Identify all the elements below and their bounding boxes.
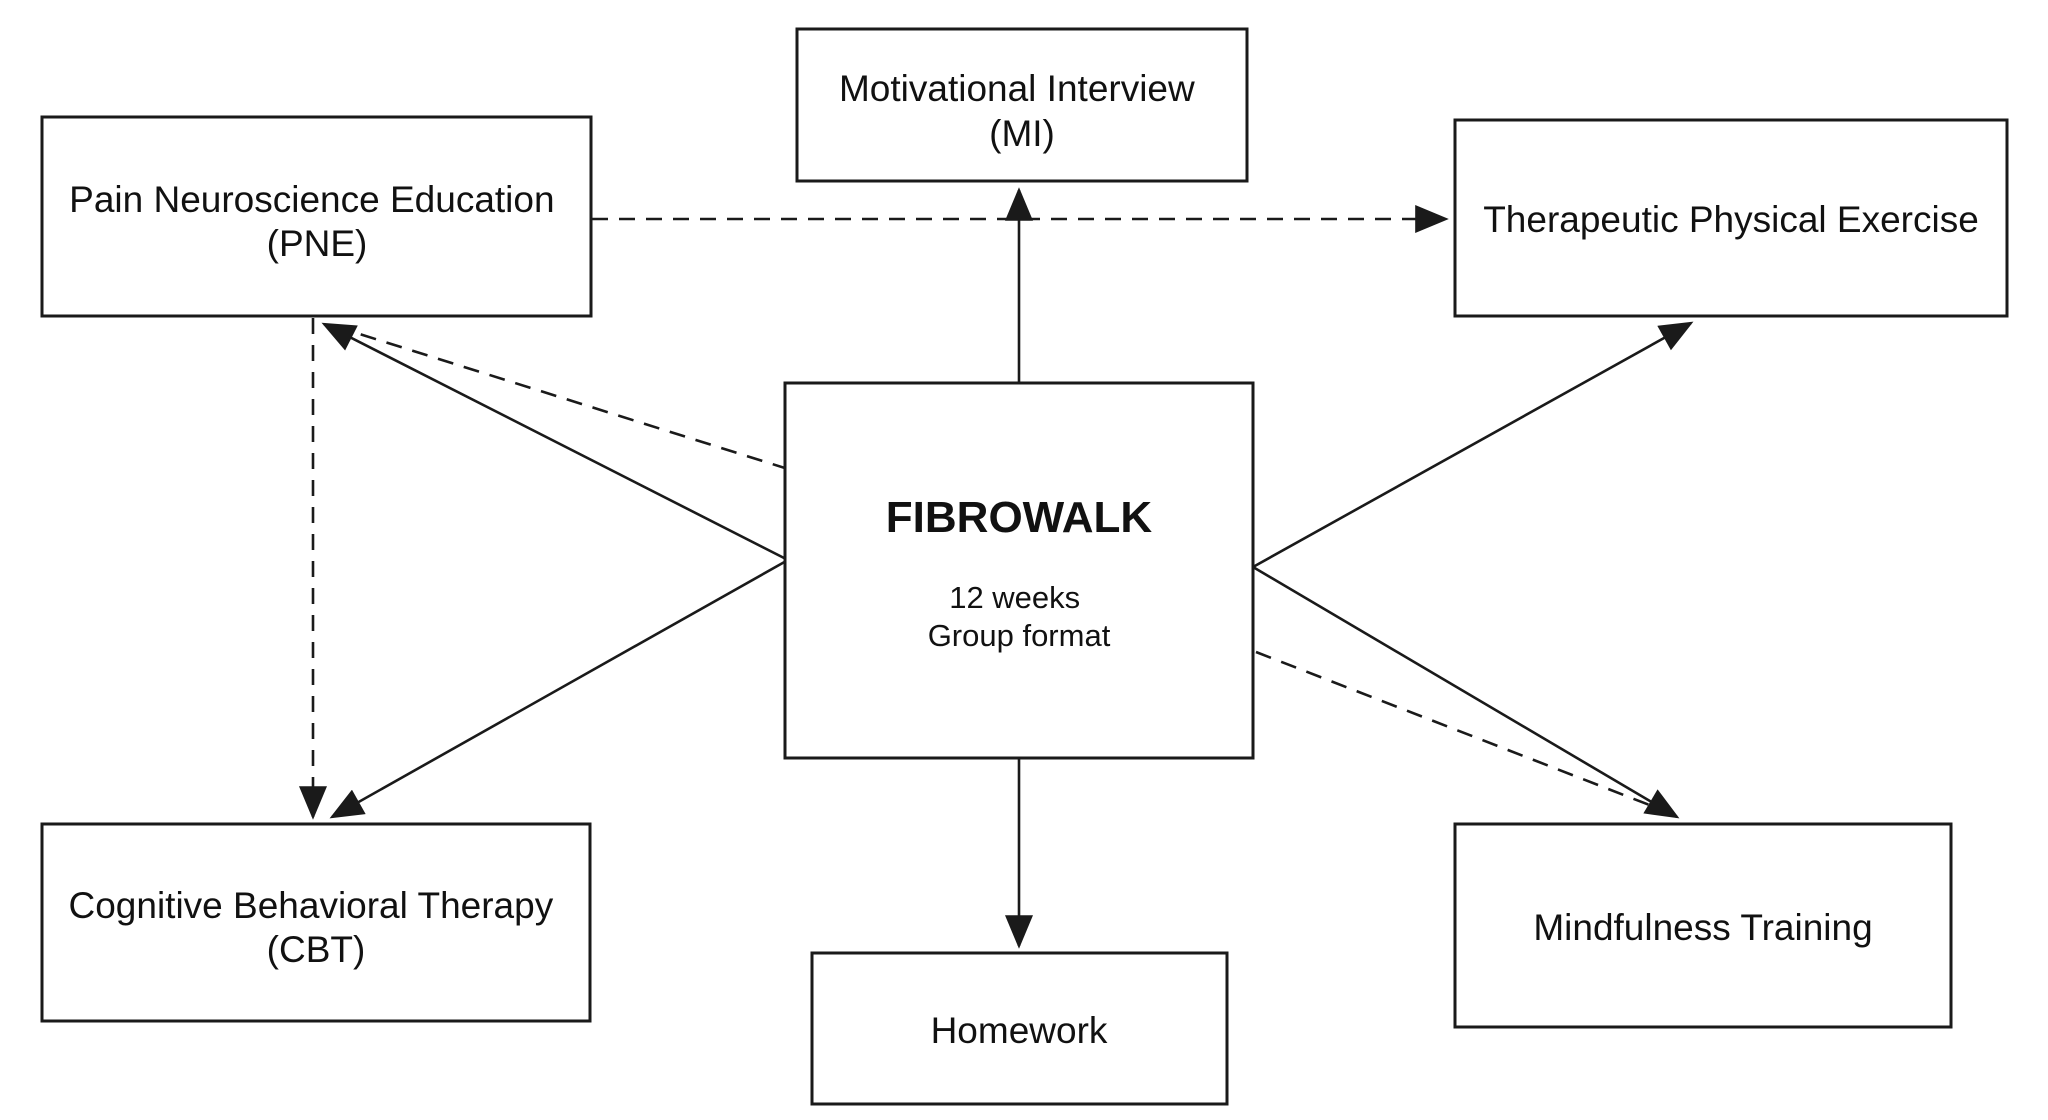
mindfulness-label: Mindfulness Training	[1533, 907, 1872, 948]
edge-fibrowalk-to-tpe-solid	[1252, 321, 1694, 569]
mi-box	[795, 27, 1249, 183]
node-pne: Pain Neuroscience Education (PNE)	[40, 115, 593, 318]
pne-box	[40, 115, 593, 318]
mi-label-line2: (MI)	[989, 113, 1055, 154]
node-homework: Homework	[810, 951, 1229, 1106]
tpe-label: Therapeutic Physical Exercise	[1483, 199, 1979, 240]
fibrowalk-detail-format: Group format	[928, 618, 1111, 653]
tpe-box	[1453, 118, 2009, 318]
homework-label: Homework	[931, 1010, 1108, 1051]
node-tpe: Therapeutic Physical Exercise	[1453, 118, 2009, 318]
fibrowalk-box	[783, 381, 1255, 760]
mi-label-line1: Motivational Interview	[839, 68, 1195, 109]
edge-fibrowalk-to-pne-dashed	[349, 329, 789, 471]
pne-label-line1: Pain Neuroscience Education	[69, 179, 554, 220]
edge-fibrowalk-to-mindfulness-solid	[1252, 565, 1680, 819]
cbt-box	[40, 822, 592, 1023]
fibrowalk-title: FIBROWALK	[886, 493, 1153, 542]
pne-label-line2: (PNE)	[267, 223, 368, 264]
edge-fibrowalk-to-mindfulness-dashed	[1255, 650, 1653, 808]
fibrowalk-detail-duration: 12 weeks	[949, 580, 1080, 615]
node-fibrowalk: FIBROWALK 12 weeks Group format	[783, 381, 1255, 760]
node-mindfulness: Mindfulness Training	[1453, 822, 1953, 1029]
cbt-label-line2: (CBT)	[267, 929, 366, 970]
edge-fibrowalk-to-pne-solid	[321, 322, 789, 562]
pne-label: Pain Neuroscience Education (PNE)	[69, 179, 565, 264]
mindfulness-box	[1453, 822, 1953, 1029]
node-mi: Motivational Interview (MI)	[795, 27, 1249, 183]
fibrowalk-details: 12 weeks Group format	[928, 580, 1111, 653]
cbt-label-line1: Cognitive Behavioral Therapy	[69, 885, 554, 926]
mi-label: Motivational Interview (MI)	[839, 68, 1205, 154]
homework-box	[810, 951, 1229, 1106]
edge-fibrowalk-to-cbt-solid	[329, 558, 789, 819]
node-cbt: Cognitive Behavioral Therapy (CBT)	[40, 822, 592, 1023]
cbt-label: Cognitive Behavioral Therapy (CBT)	[69, 885, 564, 970]
